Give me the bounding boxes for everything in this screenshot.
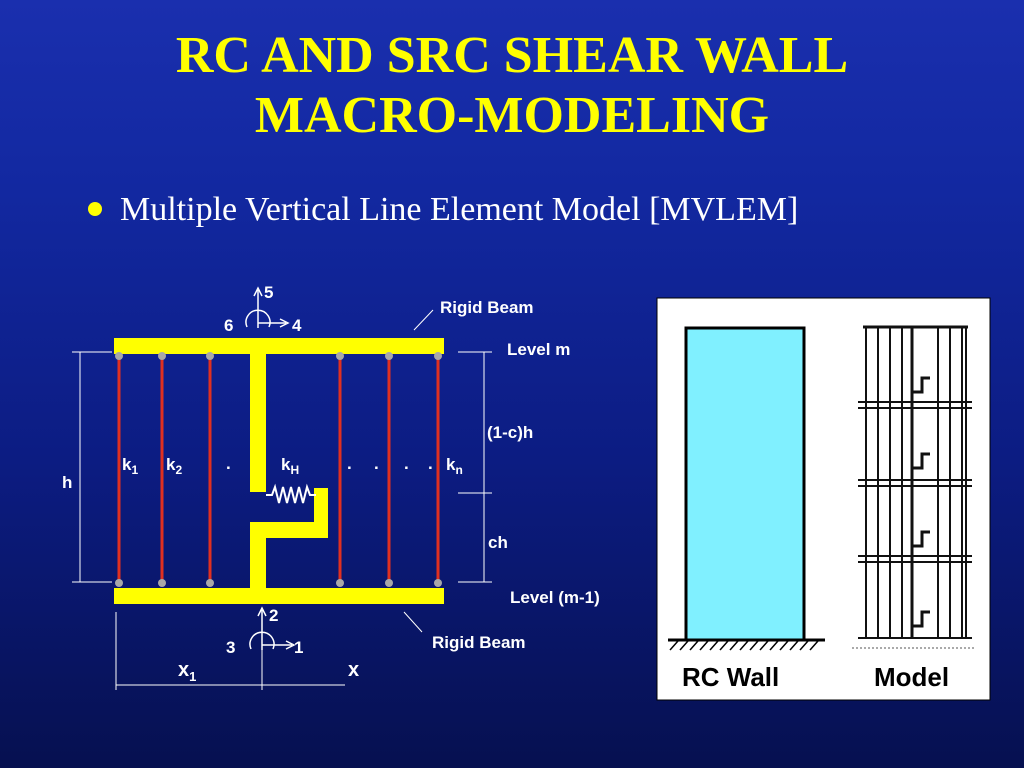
bullet-item: Multiple Vertical Line Element Model [MV…	[88, 188, 798, 232]
nodes	[115, 352, 442, 587]
central-rigid-element	[250, 352, 328, 590]
dof-top-right: 4	[292, 316, 302, 335]
dof-top-up: 5	[264, 283, 273, 302]
dot-1: .	[226, 454, 231, 473]
label-rigid-beam-bottom: Rigid Beam	[432, 633, 526, 652]
dof-bottom-up: 2	[269, 606, 278, 625]
label-kn: kn	[446, 455, 463, 477]
dot-3: .	[374, 454, 379, 473]
rigid-beam-top	[114, 338, 444, 354]
dot-5: .	[428, 454, 433, 473]
label-level-top: Level m	[507, 340, 570, 359]
title-line-1: RC AND SRC SHEAR WALL	[175, 27, 849, 84]
dof-arrows-top	[245, 286, 290, 328]
bullet-text: Multiple Vertical Line Element Model [MV…	[120, 191, 799, 228]
label-x1: x1	[178, 659, 196, 684]
label-k2: k2	[166, 455, 182, 477]
rc-wall	[684, 326, 806, 642]
label-upper-height: (1-c)h	[487, 423, 533, 442]
label-level-bottom: Level (m-1)	[510, 588, 600, 607]
mvlem-model-figure	[852, 325, 975, 649]
caption-rc-wall: RC Wall	[682, 662, 779, 692]
label-height: h	[62, 473, 72, 492]
caption-model: Model	[874, 662, 949, 692]
ground-hatch	[669, 640, 819, 651]
label-lower-height: ch	[488, 533, 508, 552]
rigid-beam-bottom	[114, 588, 444, 604]
slide-title: RC AND SRC SHEAR WALL MACRO-MODELING	[0, 26, 1024, 146]
horizontal-spring	[266, 483, 316, 504]
label-k1: k1	[122, 455, 138, 477]
dof-bottom-right: 1	[294, 638, 303, 657]
label-x: x	[348, 659, 359, 681]
title-line-2: MACRO-MODELING	[254, 87, 770, 144]
dof-bottom-left: 3	[226, 638, 235, 657]
label-kH: kH	[281, 455, 299, 477]
bullet-dot-icon	[88, 202, 102, 217]
dof-arrows-bottom	[249, 606, 296, 650]
dof-top-left: 6	[224, 316, 233, 335]
label-rigid-beam-top: Rigid Beam	[440, 298, 534, 317]
vertical-springs	[117, 356, 440, 582]
dimension-lines	[72, 309, 492, 690]
dot-2: .	[347, 454, 352, 473]
rc-wall-figure	[656, 297, 991, 701]
dot-4: .	[404, 454, 409, 473]
